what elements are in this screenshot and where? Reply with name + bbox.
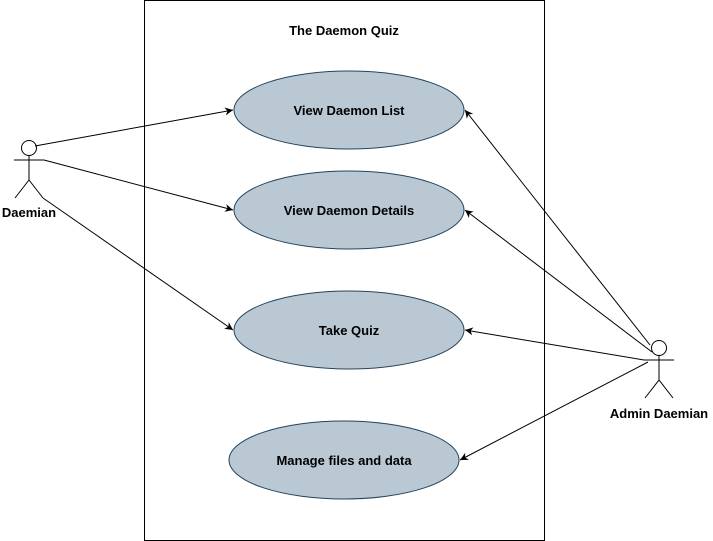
- association-admin-view-details: [464, 209, 653, 353]
- use-case-take-quiz[interactable]: Take Quiz: [233, 290, 465, 370]
- actor-admin-daemian-head: [651, 340, 667, 356]
- actor-admin-daemian[interactable]: Admin Daemian: [610, 340, 708, 422]
- use-case-manage-files-and-data-label: Manage files and data: [276, 453, 412, 468]
- use-case-view-daemon-details-label: View Daemon Details: [284, 203, 415, 218]
- actor-admin-daemian-right-leg: [658, 379, 674, 399]
- actor-daemian-label: Daemian: [2, 205, 56, 220]
- use-case-take-quiz-label: Take Quiz: [319, 323, 380, 338]
- association-admin-view-list: [464, 109, 651, 346]
- use-case-view-daemon-list-label: View Daemon List: [293, 103, 405, 118]
- association-admin-take-quiz: [464, 327, 645, 361]
- use-case-manage-files-and-data[interactable]: Manage files and data: [228, 420, 460, 500]
- association-admin-manage-files: [459, 361, 649, 461]
- actor-daemian[interactable]: Daemian: [2, 140, 56, 221]
- association-daemian-view-details: [43, 159, 234, 212]
- system-title: The Daemon Quiz: [289, 23, 399, 38]
- actor-daemian-left-leg: [14, 179, 30, 199]
- actor-daemian-right-leg: [28, 179, 44, 199]
- association-daemian-view-list: [34, 107, 234, 147]
- actor-admin-daemian-label: Admin Daemian: [610, 406, 708, 421]
- actor-admin-daemian-left-leg: [644, 379, 660, 399]
- association-daemian-take-quiz: [42, 197, 234, 331]
- actor-daemian-head: [21, 140, 37, 156]
- use-case-view-daemon-details[interactable]: View Daemon Details: [233, 170, 465, 250]
- use-case-view-daemon-list[interactable]: View Daemon List: [233, 70, 465, 150]
